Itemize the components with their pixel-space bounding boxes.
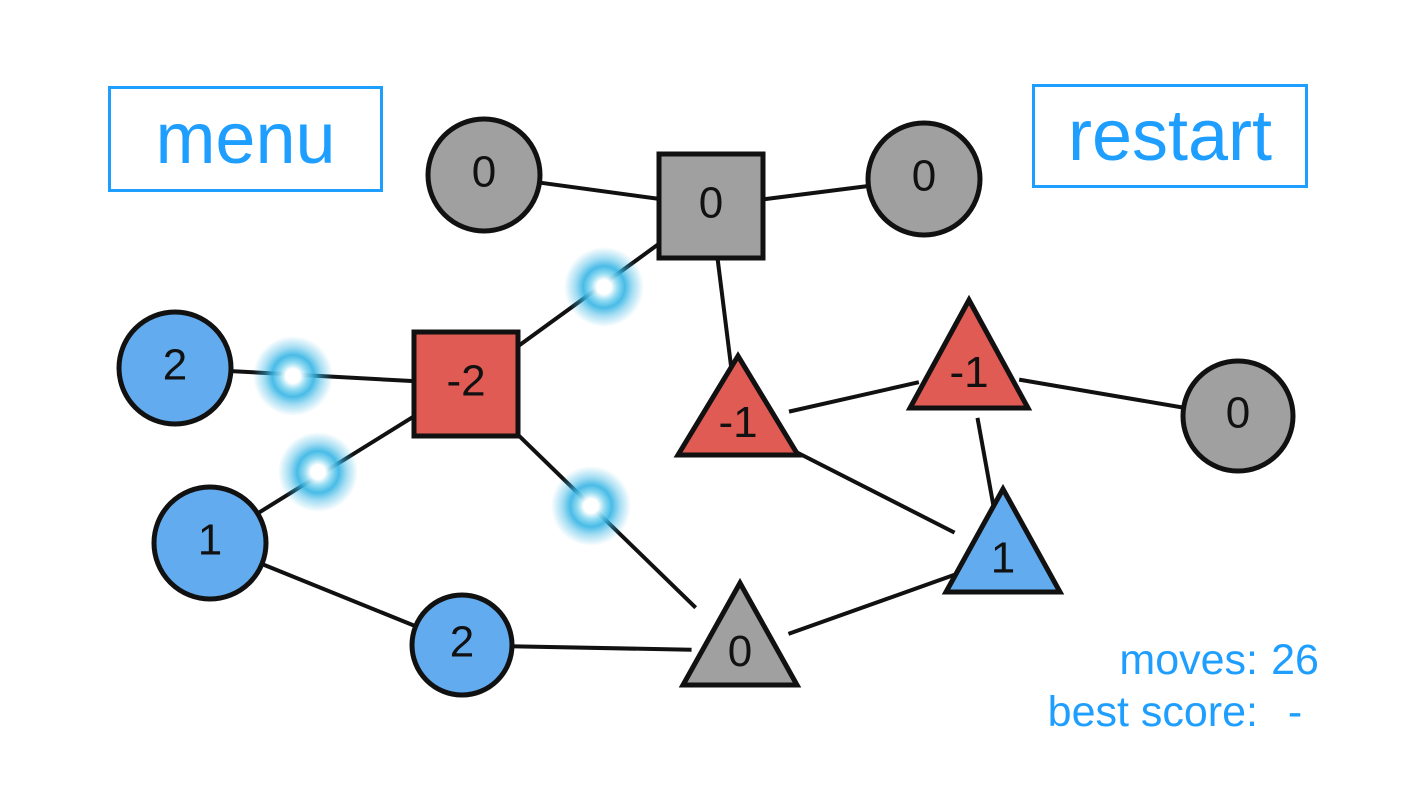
node-value-label: 0 bbox=[472, 148, 496, 197]
active-edge-pearl-core bbox=[286, 369, 300, 383]
graph-edge[interactable] bbox=[537, 180, 660, 201]
restart-button[interactable]: restart bbox=[1032, 84, 1308, 188]
active-edge-pearl-core bbox=[597, 280, 611, 294]
graph-edge[interactable] bbox=[715, 257, 735, 381]
graph-edge[interactable] bbox=[259, 561, 419, 629]
node-value-label: -2 bbox=[446, 357, 485, 406]
score-panel: moves: 26 best score: - bbox=[1048, 634, 1332, 739]
graph-node-circle-blue[interactable]: 2 bbox=[409, 592, 515, 698]
best-score-value: - bbox=[1287, 688, 1303, 737]
node-shape-circle-icon bbox=[116, 309, 234, 427]
graph-node-square-gray[interactable]: 0 bbox=[656, 151, 766, 261]
active-edge-pearl-core bbox=[311, 465, 325, 479]
graph-edge[interactable] bbox=[788, 446, 956, 535]
node-shape-triangle-icon bbox=[678, 577, 802, 688]
graph-node-square-red[interactable]: -2 bbox=[411, 329, 521, 439]
pearl-layer bbox=[253, 247, 644, 546]
graph-edge[interactable] bbox=[788, 380, 920, 414]
node-shape-circle-icon bbox=[151, 484, 269, 602]
node-shape-circle-icon bbox=[1180, 358, 1296, 474]
node-value-label: 2 bbox=[163, 341, 187, 390]
graph-node-circle-gray[interactable]: 0 bbox=[1180, 358, 1296, 474]
node-value-label: 1 bbox=[198, 516, 222, 565]
best-score-row: best score: - bbox=[1048, 686, 1332, 738]
graph-node-triangle-red[interactable]: -1 bbox=[673, 351, 803, 458]
node-shape-circle-icon bbox=[409, 592, 515, 698]
node-shape-triangle-icon bbox=[673, 351, 803, 458]
graph-node-triangle-gray[interactable]: 0 bbox=[678, 577, 802, 688]
moves-label: moves: bbox=[1119, 636, 1258, 684]
graph-edge[interactable] bbox=[787, 572, 956, 636]
node-value-label: -1 bbox=[949, 348, 988, 397]
node-value-label: -1 bbox=[718, 398, 757, 447]
node-layer: 0 0 0 2 -2 -1 -1 0 1 1 2 0 bbox=[116, 116, 1296, 698]
node-shape-circle-icon bbox=[865, 120, 983, 238]
graph-node-triangle-red[interactable]: -1 bbox=[905, 294, 1033, 411]
menu-button[interactable]: menu bbox=[108, 86, 383, 192]
graph-edge[interactable] bbox=[762, 183, 871, 202]
node-value-label: 0 bbox=[912, 152, 936, 201]
node-value-label: 0 bbox=[1226, 389, 1250, 438]
moves-value: 26 bbox=[1271, 636, 1319, 684]
graph-node-triangle-blue[interactable]: 1 bbox=[941, 483, 1065, 595]
node-shape-triangle-icon bbox=[905, 294, 1033, 411]
node-value-label: 2 bbox=[450, 618, 474, 667]
moves-row: moves: 26 bbox=[1048, 634, 1332, 686]
node-shape-square-icon bbox=[656, 151, 766, 261]
graph-node-circle-gray[interactable]: 0 bbox=[865, 120, 983, 238]
graph-edge[interactable] bbox=[1018, 377, 1186, 410]
node-shape-square-icon bbox=[411, 329, 521, 439]
node-shape-circle-icon bbox=[425, 116, 543, 234]
node-shape-triangle-icon bbox=[941, 483, 1065, 595]
graph-node-circle-blue[interactable]: 1 bbox=[151, 484, 269, 602]
active-edge-pearl-core bbox=[584, 499, 598, 513]
graph-node-circle-gray[interactable]: 0 bbox=[425, 116, 543, 234]
graph-edge[interactable] bbox=[975, 417, 997, 515]
node-value-label: 1 bbox=[991, 534, 1015, 583]
best-score-label: best score: bbox=[1047, 688, 1258, 737]
graph-edge[interactable] bbox=[509, 644, 692, 652]
graph-node-circle-blue[interactable]: 2 bbox=[116, 309, 234, 427]
node-value-label: 0 bbox=[699, 179, 723, 228]
node-value-label: 0 bbox=[728, 627, 752, 676]
